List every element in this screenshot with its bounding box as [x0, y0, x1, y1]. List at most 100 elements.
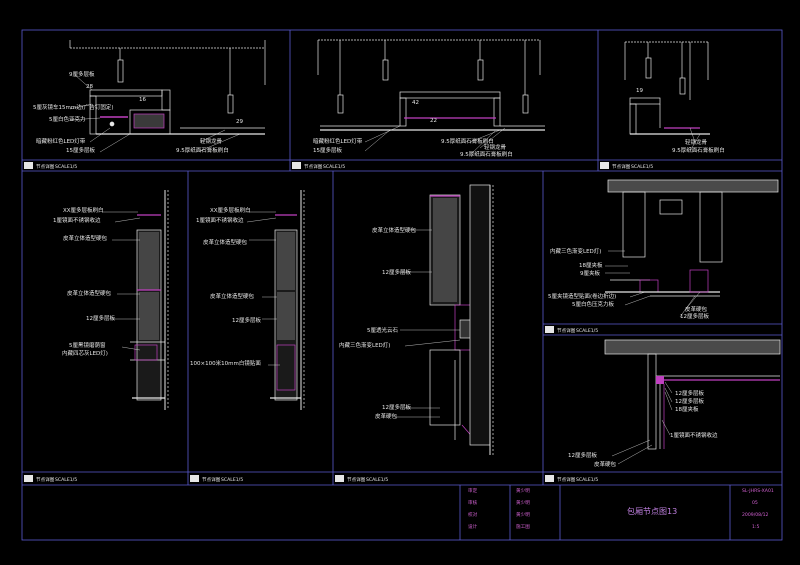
d7-label-4: 5厘夹镜造型贴面(卷边折边) [548, 292, 616, 300]
detail-tag-d1: 节点详图 SCALE1/5 [24, 162, 77, 170]
detail-4-wall-section [130, 190, 169, 410]
detail-2-leaders [364, 125, 506, 156]
detail-tag-scale: SCALE1/5 [221, 477, 243, 483]
detail-tag-text: 节点详图 [557, 476, 576, 483]
detail-7-leaders [605, 250, 701, 318]
d6-label-3: 5厘透光云石 [367, 326, 398, 334]
d2-label-3: 9.5厚纸面石膏板刷白 [441, 137, 494, 145]
detail-tag-text: 节点详图 [36, 476, 55, 483]
d3-label-2: 9.5厚纸面石膏板刷白 [672, 146, 725, 154]
d4-label-5: 12厘多层板 [86, 314, 115, 322]
d8-label-6: 皮革硬包 [594, 460, 617, 468]
d1-dim-1: 28 [86, 84, 93, 90]
detail-tag-scale: SCALE1/5 [631, 164, 653, 170]
d8-label-1: 12厘多层板 [675, 389, 704, 397]
detail-tag-d4: 节点详图 SCALE1/5 [24, 475, 77, 483]
tb-review: 审核 [468, 499, 478, 506]
detail-2-ceiling-section [317, 39, 545, 131]
d1-dim-2: 16 [139, 97, 146, 103]
detail-tag-d8: 节点详图 SCALE1/5 [545, 475, 598, 483]
d8-label-5: 12厘多层板 [568, 451, 597, 459]
d5-label-6: 100×100米10mm白镜贴面 [190, 359, 261, 367]
tb-name-3: 黄少明 [516, 511, 530, 518]
d8-label-4: 1厘镜面不锈钢收边 [670, 431, 718, 439]
detail-5-wall-section [270, 190, 305, 410]
d4-label-3: 皮革立体造型硬包 [63, 234, 108, 242]
d1-dim-3: 29 [236, 119, 243, 125]
d7-label-2: 18厘夹板 [579, 261, 603, 269]
detail-6-wall-section [429, 184, 494, 455]
d4-label-7: 内藏四芯灰LED灯) [62, 349, 108, 357]
detail-8-leaders [611, 381, 673, 465]
tb-name-2: 黄少明 [516, 499, 530, 506]
detail-tag-text: 节点详图 [36, 163, 55, 170]
detail-tag-scale: SCALE1/5 [55, 477, 77, 483]
d6-label-6: 皮革硬包 [375, 412, 398, 420]
d6-label-5: 12厘多层板 [382, 403, 411, 411]
d4-label-4: 皮革立体造型硬包 [67, 289, 112, 297]
d2-dim-1: 42 [412, 100, 419, 106]
detail-tags: 节点详图 SCALE1/5 节点详图 SCALE1/5 节点详图 SCALE1/… [24, 162, 653, 483]
d5-label-5: 12厘多层板 [232, 316, 261, 324]
detail-tag-scale: SCALE1/5 [576, 328, 598, 334]
d1-label-2: 5厘灰镜车15mm边(广告钉固定) [33, 103, 114, 111]
drawing-title: 包厢节点图13 [627, 506, 677, 516]
d3-dim-1: 19 [636, 88, 643, 94]
d2-label-4: 轻钢龙骨 [484, 143, 507, 151]
d1-label-5: 15厘多层板 [66, 146, 95, 154]
d1-label-4: 暗藏粉红色LED灯带 [36, 137, 86, 145]
d7-label-6: 皮革硬包 [685, 305, 708, 313]
detail-tag-scale: SCALE1/5 [55, 164, 77, 170]
detail-tag-d7: 节点详图 SCALE1/5 [545, 326, 598, 334]
tb-design: 设计 [468, 523, 478, 530]
d8-label-3: 18厘夹板 [675, 405, 699, 413]
d5-label-4: 皮革立体造型硬包 [210, 292, 255, 300]
d5-label-3: 皮革立体造型硬包 [203, 238, 248, 246]
title-block: 审定 审核 校对 设计 黄少明 黄少明 黄少明 施工图 包厢节点图13 SL-J… [468, 487, 774, 530]
d2-label-2: 15厘多层板 [313, 146, 342, 154]
d4-label-6: 5厘黑镜磨荫窗 [69, 341, 106, 349]
d1-label-1: 9厘多层板 [69, 70, 95, 78]
detail-tag-d3: 节点详图 SCALE1/5 [600, 162, 653, 170]
d5-label-2: 1厘镜面不锈钢收边 [196, 216, 244, 224]
d4-label-2: 1厘镜面不锈钢收边 [53, 216, 101, 224]
d8-label-2: 12厘多层板 [675, 397, 704, 405]
tb-stage: 施工图 [516, 523, 530, 530]
detail-7-ceiling-section [605, 179, 779, 297]
d7-label-5: 5厘白色压克力板 [572, 300, 614, 308]
d7-label-7: 12厘多层板 [680, 312, 709, 320]
d2-label-1: 暗藏粉红色LED灯带 [313, 137, 363, 145]
detail-tag-scale: SCALE1/5 [323, 164, 345, 170]
d1-label-3: 5厘白色亚克力 [49, 115, 86, 123]
tb-name-1: 黄少明 [516, 487, 530, 494]
detail-6-leaders [395, 229, 461, 418]
detail-8-corner-section [604, 339, 781, 450]
tb-date: 2009/08/12 [742, 512, 769, 518]
detail-tag-text: 节点详图 [304, 163, 323, 170]
detail-tag-d5: 节点详图 SCALE1/5 [190, 475, 243, 483]
d3-label-1: 轻钢龙骨 [685, 138, 708, 146]
tb-scale: 1:5 [752, 524, 759, 530]
tb-approve: 审定 [468, 487, 478, 494]
detail-tag-text: 节点详图 [347, 476, 366, 483]
d1-label-6: 轻钢龙骨 [200, 137, 223, 145]
d1-label-7: 9.5厚纸面石膏板刷白 [176, 146, 229, 154]
d2-dim-2: 22 [430, 118, 437, 124]
d7-label-1: 内藏三色渐变LED灯) [550, 247, 601, 255]
d2-label-5: 9.5厚纸面石膏板刷白 [460, 150, 513, 158]
d7-label-3: 9厘夹板 [580, 269, 600, 277]
detail-tag-d2: 节点详图 SCALE1/5 [292, 162, 345, 170]
detail-tag-text: 节点详图 [557, 327, 576, 334]
d6-label-4: 内藏三色渐变LED灯) [339, 341, 390, 349]
tb-check: 校对 [468, 511, 478, 518]
detail-3-ceiling-section [624, 41, 710, 135]
detail-tag-scale: SCALE1/5 [576, 477, 598, 483]
tb-drawing-no: SL-JHRS-XA01 [742, 488, 774, 494]
detail-3-leaders [689, 127, 701, 152]
d5-label-1: XX厘多层板刷白 [210, 206, 251, 214]
sheet-frames [21, 29, 783, 541]
detail-tag-d6: 节点详图 SCALE1/5 [335, 475, 388, 483]
detail-5-leaders [246, 211, 280, 366]
detail-tag-text: 节点详图 [202, 476, 221, 483]
